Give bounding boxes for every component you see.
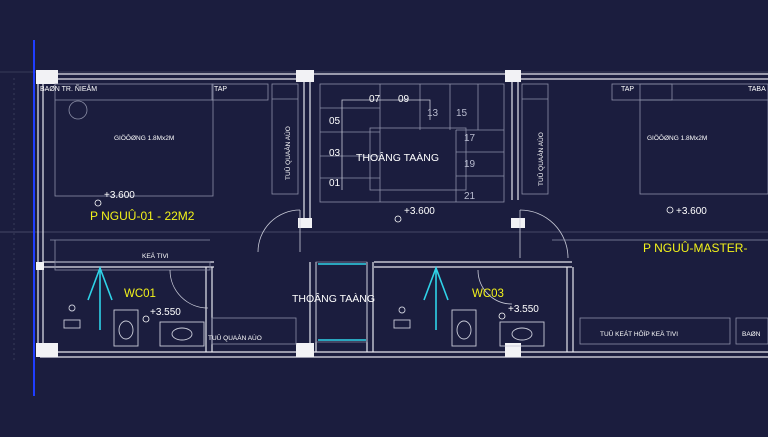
- master-furniture: [521, 83, 768, 345]
- void-label-bottom: THOÂNG TAÀNG: [292, 292, 375, 305]
- columns: [36, 70, 525, 357]
- stair-void-label: THOÂNG TAÀNG: [356, 151, 439, 164]
- elevation-markers: [94, 199, 674, 323]
- elevation-wc01: +3.550: [150, 307, 181, 318]
- corner-label-right: BAØN: [742, 331, 761, 338]
- doors: [169, 209, 569, 309]
- table-label-right: TABA: [748, 86, 766, 93]
- stair-step-15: 15: [456, 108, 468, 119]
- labels: BAØN TR. ÑIEÅM TAP GIÖÔØNG 1.8Mx2M TUÛ Q…: [40, 84, 766, 342]
- tap-label-left: TAP: [214, 86, 227, 93]
- room-label-wc03: WC03: [472, 288, 504, 300]
- room-label-wc01: WC01: [124, 288, 156, 300]
- glass-partitions: [87, 263, 449, 341]
- wc-fixtures: [63, 304, 545, 347]
- stair-step-13: 13: [427, 108, 439, 119]
- stair-step-09: 09: [398, 94, 410, 105]
- elevation-wc03: +3.550: [508, 304, 539, 315]
- stair-step-03: 03: [329, 148, 341, 159]
- tv-cabinet-label: TUÛ KEÁT HÔÏP KEÄ TIVI: [600, 329, 678, 338]
- stair-step-numbers: 01 03 05 07 09 13 15 17 19 21: [329, 94, 476, 202]
- stair-step-19: 19: [464, 159, 476, 170]
- elevation-bedroom-1: +3.600: [104, 190, 135, 201]
- wardrobe-label-bottom: TUÛ QUAÀN AÙO: [208, 333, 262, 342]
- stair: [319, 83, 505, 203]
- bed-head-label: BAØN TR. ÑIEÅM: [40, 84, 97, 93]
- tap-label-right: TAP: [621, 86, 634, 93]
- room-label-master: P NGUÛ-MASTER-: [643, 240, 747, 255]
- stair-step-17: 17: [464, 133, 476, 144]
- stair-step-07: 07: [369, 94, 381, 105]
- elevation-master: +3.600: [676, 206, 707, 217]
- wardrobe-label-left: TUÛ QUAÀN AÙO: [283, 126, 292, 180]
- tv-shelf-label: KEÄ TIVI: [142, 252, 169, 260]
- elevation-stair: +3.600: [404, 206, 435, 217]
- reference-lines: [0, 40, 768, 396]
- stair-step-05: 05: [329, 116, 341, 127]
- wardrobe-label-right: TUÛ QUAÀN AÙO: [536, 132, 545, 186]
- bedroom-1-furniture: [50, 83, 299, 345]
- bed-label-right: GIÖÔØNG 1.8Mx2M: [647, 133, 707, 142]
- stair-step-21: 21: [464, 191, 476, 202]
- stair-step-01: 01: [329, 178, 341, 189]
- bed-label-left: GIÖÔØNG 1.8Mx2M: [114, 133, 174, 142]
- room-label-bedroom-1: P NGUÛ-01 - 22M2: [90, 208, 195, 223]
